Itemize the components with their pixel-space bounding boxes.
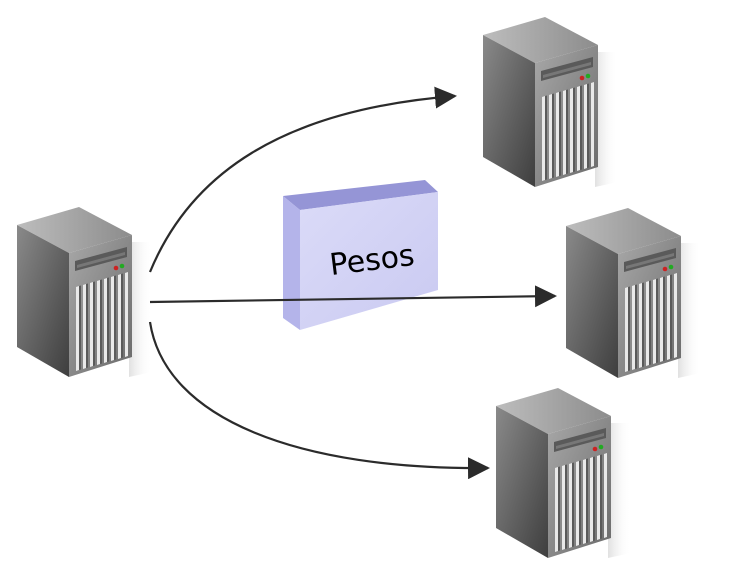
weights-box-top — [283, 180, 438, 210]
arrow-to-bottom-server — [148, 321, 490, 480]
server-destination-middle — [566, 208, 701, 378]
server-destination-top — [483, 17, 618, 187]
weights-box: Pesos — [283, 180, 438, 330]
weights-box-front — [300, 192, 438, 330]
arrow-to-top-server — [148, 86, 457, 273]
server-source — [17, 207, 152, 377]
arrow-to-middle-server — [149, 285, 557, 308]
server-destination-bottom — [496, 388, 631, 558]
weights-box-side — [283, 196, 300, 330]
